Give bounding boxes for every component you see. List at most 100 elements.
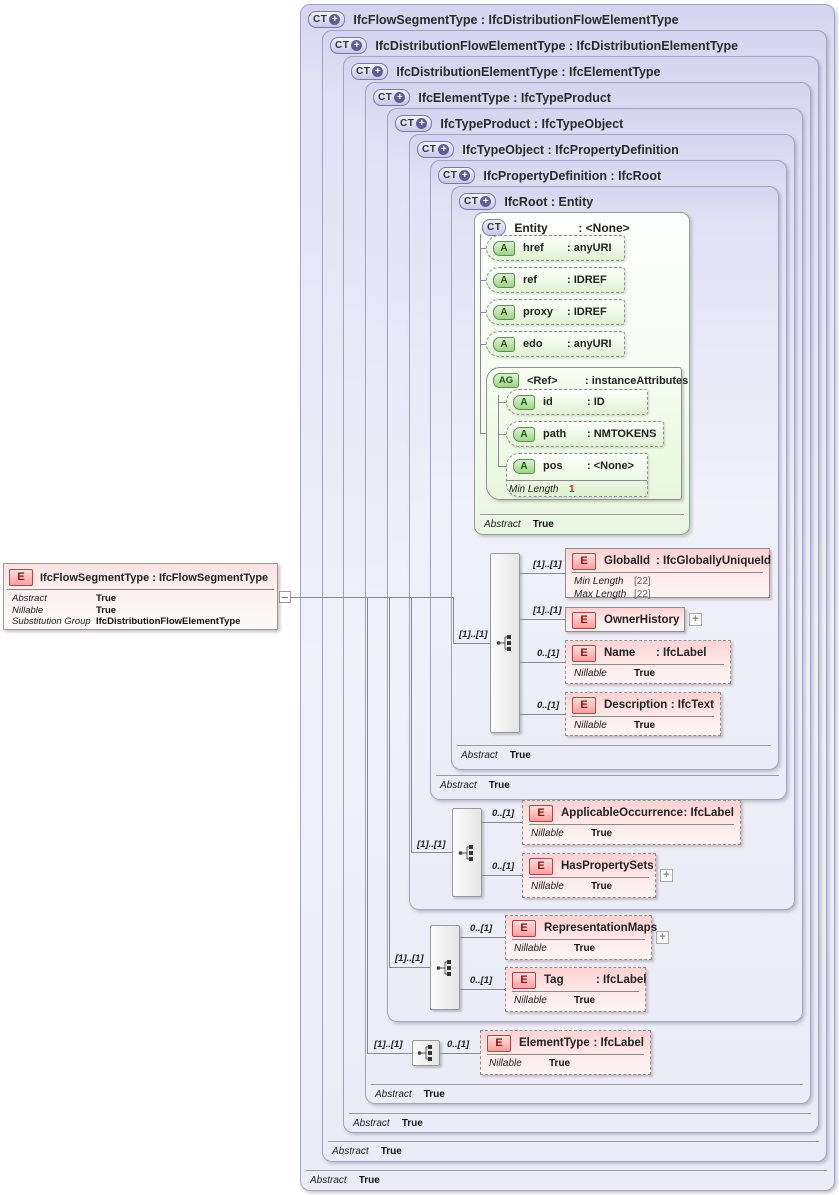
attribute-path[interactable]: A path : NMTOKENS	[506, 421, 664, 447]
cardinality-label: [1]..[1]	[533, 559, 562, 570]
type-title: Entity	[514, 220, 548, 235]
facet-label: Min Length	[509, 484, 559, 495]
attr-tree-trunk	[480, 234, 481, 433]
sequence-compositor-ifctypeproduct[interactable]	[430, 925, 460, 1010]
element-type: : IfcGloballyUniqueId	[656, 555, 772, 567]
facet-label: Nillable	[574, 720, 607, 731]
sequence-icon	[436, 959, 451, 976]
property-label: Nillable	[12, 604, 44, 616]
root-element-box[interactable]: E IfcFlowSegmentType : IfcFlowSegmentTyp…	[3, 563, 278, 630]
divider	[572, 716, 714, 717]
divider	[507, 480, 647, 481]
facet-label: Nillable	[574, 668, 607, 679]
element-name[interactable]: E Name : IfcLabel Nillable True	[565, 640, 731, 684]
minus-icon	[282, 596, 288, 598]
divider	[572, 572, 763, 573]
expand-button[interactable]: +	[656, 931, 669, 944]
footer-value: True	[423, 1089, 445, 1100]
footer-label: Abstract	[461, 750, 498, 761]
complex-type-icon: CT+	[351, 63, 389, 80]
attribute-id[interactable]: A id : ID	[506, 389, 648, 415]
facet-value: [22]	[634, 589, 651, 600]
type-header: CT+ IfcDistributionElementType : IfcElem…	[344, 57, 818, 80]
type-base: : <None>	[578, 220, 630, 235]
branch-ifctypeproduct-seq	[389, 967, 430, 968]
element-header: E Description : IfcText	[572, 696, 714, 714]
footer-ifcpropertydefinition: Abstract True	[440, 779, 510, 792]
sequence-compositor-ifcelementtype[interactable]	[412, 1040, 440, 1066]
element-elementtype[interactable]: E ElementType : IfcLabel Nillable True	[480, 1030, 651, 1075]
type-header: CT+ IfcDistributionFlowElementType : Ifc…	[323, 31, 826, 54]
trunk-ifctypeobject	[411, 597, 412, 852]
attribute-ref[interactable]: A ref : IDREF	[486, 267, 625, 293]
attribute-group-header: AG <Ref> : instanceAttributes	[487, 368, 688, 388]
attribute-icon: A	[513, 394, 535, 410]
ct-badge-label: CT	[400, 118, 415, 129]
attribute-icon: A	[493, 240, 515, 256]
expand-button[interactable]: +	[660, 869, 673, 882]
footer-value: True	[488, 780, 510, 791]
footer-value: True	[380, 1146, 402, 1157]
element-ownerhistory[interactable]: E OwnerHistory	[565, 607, 685, 632]
element-globalid[interactable]: E GlobalId : IfcGloballyUniqueId Min Len…	[565, 548, 772, 601]
ct-badge-label: CT	[443, 170, 458, 181]
element-description[interactable]: E Description : IfcText Nillable True	[565, 692, 721, 736]
footer-label: Abstract	[353, 1118, 390, 1129]
attribute-pos[interactable]: A pos : <None> Min Length 1	[506, 453, 648, 497]
footer-ifcdistributionelementtype: Abstract True	[353, 1117, 423, 1130]
cardinality-label: 0..[1]	[470, 923, 493, 934]
expand-button[interactable]: +	[689, 613, 702, 626]
cardinality-label: 0..[1]	[492, 808, 515, 819]
element-representationmaps[interactable]: E RepresentationMaps Nillable True	[505, 915, 657, 960]
facet-value: 1	[569, 484, 575, 495]
root-element-title: IfcFlowSegmentType : IfcFlowSegmentType	[40, 571, 269, 584]
footer-divider	[436, 775, 779, 776]
facet-value: True	[574, 995, 596, 1006]
property-value: True	[96, 604, 117, 616]
sequence-compositor-ifcroot[interactable]	[490, 553, 520, 733]
footer-value: True	[358, 1175, 380, 1186]
footer-label: Abstract	[484, 519, 521, 530]
type-header: CT Entity : <None>	[475, 213, 689, 236]
footer-divider	[349, 1113, 811, 1114]
derived-plus-icon: +	[372, 66, 384, 77]
element-icon: E	[9, 569, 33, 586]
type-header: CT+ IfcRoot : Entity	[452, 187, 778, 210]
element-tag[interactable]: E Tag : IfcLabel Nillable True	[505, 967, 646, 1012]
facet-nillable: Nillable True	[529, 880, 649, 893]
type-header: CT+ IfcTypeObject : IfcPropertyDefinitio…	[410, 135, 794, 158]
element-icon: E	[572, 552, 596, 570]
facet-nillable: Nillable True	[512, 942, 645, 955]
attribute-href[interactable]: A href : anyURI	[486, 235, 625, 261]
type-header: CT+ IfcTypeProduct : IfcTypeObject	[388, 109, 802, 132]
root-element-properties: Abstract True Nillable True Substitution…	[4, 590, 277, 628]
footer-ifcroot: Abstract True	[461, 749, 531, 762]
facet-label: Max Length	[574, 589, 627, 600]
element-name-text: ApplicableOccurrence	[561, 807, 684, 819]
branch-line	[482, 875, 522, 876]
element-haspropertysets[interactable]: E HasPropertySets Nillable True	[522, 853, 656, 898]
element-applicableoccurrence[interactable]: E ApplicableOccurrence : IfcLabel Nillab…	[522, 800, 741, 845]
property-value: IfcDistributionFlowElementType	[96, 616, 241, 627]
property-label: Abstract	[12, 593, 47, 604]
sequence-compositor-ifctypeobject[interactable]	[452, 808, 482, 897]
facet-min-length: Min Length [22]	[572, 575, 763, 588]
element-name-text: Name	[604, 647, 636, 659]
attribute-edo[interactable]: A edo : anyURI	[486, 331, 625, 357]
attribute-name: pos	[543, 460, 563, 472]
type-title: IfcElementType : IfcTypeProduct	[418, 90, 611, 105]
facet-max-length: Max Length [22]	[572, 588, 763, 601]
attribute-proxy[interactable]: A proxy : IDREF	[486, 299, 625, 325]
derived-plus-icon: +	[480, 196, 492, 207]
branch-line	[440, 1053, 480, 1054]
complex-type-icon: CT+	[438, 167, 476, 184]
element-name-text: ElementType	[519, 1037, 590, 1049]
element-icon: E	[572, 644, 596, 662]
collapse-connector[interactable]	[279, 591, 291, 603]
footer-value: True	[509, 750, 531, 761]
divider	[487, 1054, 644, 1055]
attribute-icon: A	[493, 336, 515, 352]
facet-value: True	[591, 881, 613, 892]
ct-badge-label: CT	[356, 66, 371, 77]
